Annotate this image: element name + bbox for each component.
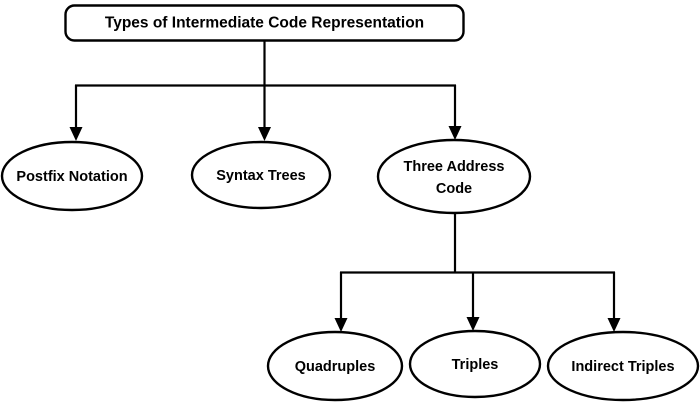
connector-root-to-level1	[69, 41, 462, 141]
indirect-triples-label: Indirect Triples	[571, 359, 674, 375]
arrowhead-indirect-triples	[607, 318, 621, 332]
arrowhead-quadruples	[334, 318, 348, 332]
root-node-box	[64, 4, 465, 42]
connector-three-address-to-level2	[334, 212, 621, 332]
root-node-label: Types of Intermediate Code Representatio…	[105, 15, 424, 32]
node-indirect-triples[interactable]: Indirect Triples	[546, 330, 700, 402]
node-syntax-trees[interactable]: Syntax Trees	[190, 140, 332, 210]
node-three-address-code[interactable]: Three Address Code	[376, 138, 532, 215]
arrowhead-three-address-code	[448, 126, 462, 140]
quadruples-label: Quadruples	[295, 359, 376, 375]
indirect-triples-ellipse	[546, 330, 700, 402]
node-quadruples[interactable]: Quadruples	[266, 330, 404, 402]
syntax-trees-label: Syntax Trees	[216, 168, 305, 184]
triples-ellipse	[408, 329, 542, 399]
quadruples-ellipse	[266, 330, 404, 402]
three-address-code-label-line1: Three Address	[404, 159, 505, 175]
triples-label: Triples	[452, 357, 499, 373]
node-root[interactable]: Types of Intermediate Code Representatio…	[64, 4, 465, 42]
three-address-code-ellipse	[376, 138, 532, 215]
arrowhead-syntax-trees	[258, 127, 271, 141]
three-address-code-label-line2: Code	[436, 181, 472, 197]
syntax-trees-ellipse	[190, 140, 332, 210]
node-postfix-notation[interactable]: Postfix Notation	[0, 140, 144, 212]
arrowhead-triples	[466, 317, 480, 331]
arrowhead-postfix	[69, 127, 83, 141]
postfix-notation-ellipse	[0, 140, 144, 212]
node-triples[interactable]: Triples	[408, 329, 542, 399]
postfix-notation-label: Postfix Notation	[16, 169, 127, 185]
